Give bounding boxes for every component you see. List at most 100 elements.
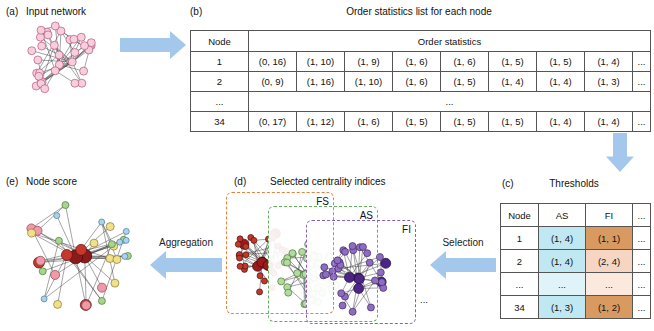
block-arrow — [606, 133, 634, 172]
network-vertex — [367, 304, 374, 311]
cell-text: (1, 5) — [453, 116, 475, 127]
network-vertex — [366, 259, 373, 266]
network-vertex — [51, 270, 60, 279]
network-vertex — [62, 202, 69, 209]
cell-text: (1, 6) — [453, 56, 475, 67]
network-link — [353, 250, 371, 307]
network-vertex — [294, 270, 301, 277]
cell-text: (0, 9) — [261, 76, 283, 87]
network-vertex — [257, 289, 263, 295]
table-cell: FI — [585, 203, 633, 227]
table-cell: ... — [632, 111, 651, 132]
network-vertex — [71, 79, 79, 87]
cell-text: 2 — [217, 76, 222, 87]
input-network — [28, 22, 95, 93]
table-cell: (1, 4) — [538, 249, 586, 273]
cell-text: (1, 4) — [551, 256, 573, 267]
cell-text: 1 — [217, 56, 222, 67]
network-vertex — [38, 42, 46, 50]
network-vertex — [113, 255, 121, 263]
panel-letter: (d) — [234, 176, 246, 188]
panel-letter: (b) — [190, 6, 202, 18]
network-vertex — [117, 239, 123, 245]
table-cell: (1, 5) — [440, 111, 489, 132]
cell-text: ... — [638, 279, 646, 290]
network-vertex — [80, 67, 88, 75]
network-vertex — [299, 248, 306, 255]
network-vertex — [284, 259, 291, 266]
network-vertex — [35, 72, 43, 80]
cell-text: ... — [516, 279, 524, 290]
table-cell: (1, 16) — [296, 71, 345, 92]
network-vertex — [123, 228, 129, 234]
table-cell: (1, 5) — [488, 51, 537, 72]
cell-text: Node — [208, 36, 231, 47]
panel-letter: (c) — [502, 178, 514, 190]
table-cell: ... — [500, 272, 539, 296]
network-vertex — [34, 56, 42, 64]
table-cell: (1, 4) — [536, 111, 585, 132]
network-vertex — [51, 22, 59, 30]
cell-text: Node — [508, 210, 531, 221]
network-link — [102, 222, 115, 283]
network-vertex — [108, 241, 115, 248]
table-cell: ... — [632, 71, 651, 92]
network-vertex — [71, 48, 79, 56]
index-name: FI — [401, 224, 412, 236]
table-cell: (1, 9) — [344, 51, 393, 72]
table-cell: ... — [632, 295, 651, 319]
cell-text: ... — [638, 76, 646, 87]
cell-text: ... — [638, 56, 646, 67]
network-vertex — [54, 300, 62, 308]
network-link — [54, 45, 81, 83]
network-link — [353, 272, 381, 311]
network-vertex — [39, 268, 46, 275]
network-link — [41, 45, 91, 83]
cell-text: (1, 4) — [551, 233, 573, 244]
cell-text: ... — [605, 279, 613, 290]
score-network — [27, 202, 131, 311]
cell-text: (1, 6) — [405, 56, 427, 67]
table-cell: ... — [190, 91, 249, 112]
network-vertex — [61, 249, 72, 260]
table-cell: ... — [632, 226, 651, 250]
network-vertex — [364, 250, 371, 257]
cell-text: Order statistics — [418, 36, 481, 47]
table-cell: Node — [500, 203, 539, 227]
network-vertex — [70, 35, 78, 43]
network-vertex — [99, 219, 105, 225]
table-cell: (1, 4) — [584, 111, 633, 132]
table-cell: (0, 16) — [248, 51, 297, 72]
network-vertex — [338, 290, 345, 297]
network-vertex — [342, 248, 349, 255]
network-vertex — [251, 237, 257, 243]
table-cell: Order statistics — [248, 30, 651, 52]
network-vertex — [349, 308, 356, 315]
network-link — [65, 205, 75, 257]
cell-text: (1, 12) — [307, 116, 334, 127]
panel: (e)Node score — [4, 172, 150, 327]
network-link — [61, 31, 89, 50]
network-vertex — [33, 257, 44, 268]
network-vertex — [97, 283, 106, 292]
network-link — [102, 222, 117, 259]
table-cell: ... — [248, 91, 651, 112]
network-link — [59, 241, 102, 301]
network-link — [44, 255, 67, 299]
table-cell: (1, 1) — [585, 226, 633, 250]
index-box: AS — [268, 206, 378, 322]
panel-title: Node score — [26, 176, 77, 188]
network-vertex — [90, 239, 98, 247]
index-box: FI — [306, 220, 416, 324]
table-cell: (1, 6) — [344, 111, 393, 132]
table-cell: ... — [632, 203, 651, 227]
table-cell: (1, 5) — [440, 71, 489, 92]
cell-text: ... — [558, 279, 566, 290]
table-cell: AS — [538, 203, 586, 227]
cell-text: ... — [216, 96, 224, 107]
cell-text: ... — [638, 116, 646, 127]
table-cell: (1, 2) — [585, 295, 633, 319]
cell-text: 34 — [214, 116, 225, 127]
table-cell: (1, 4) — [488, 71, 537, 92]
table-cell: (1, 3) — [584, 71, 633, 92]
